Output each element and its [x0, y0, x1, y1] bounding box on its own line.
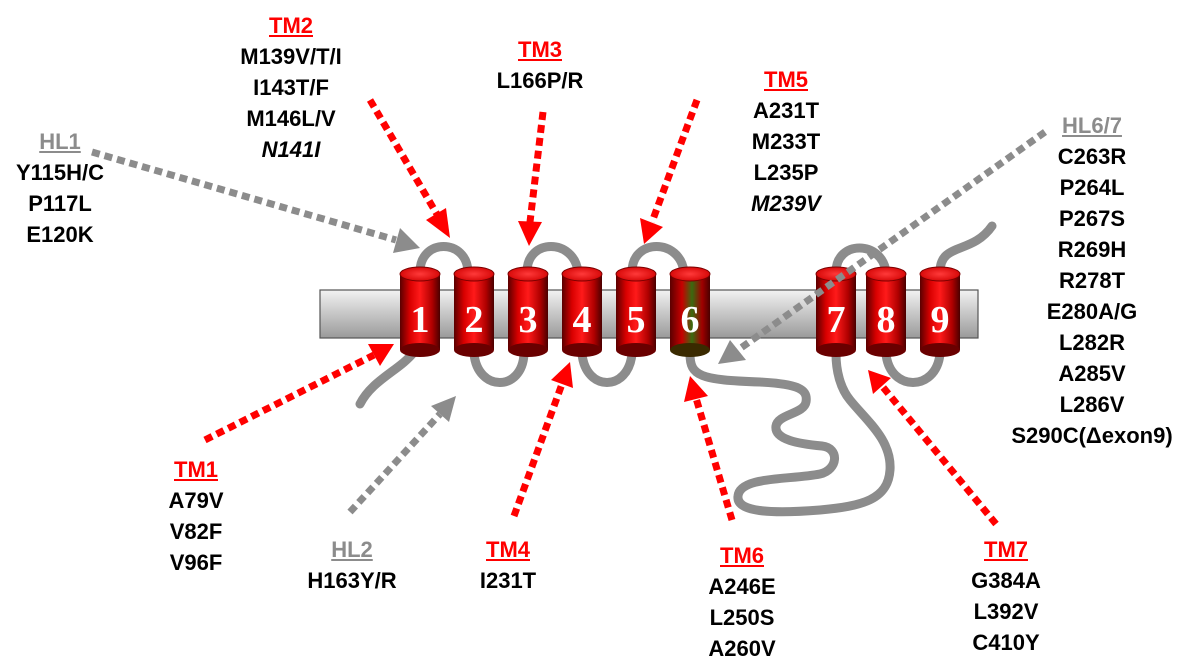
arrow-tm7: [882, 386, 996, 524]
tm7-label: TM7: [954, 534, 1058, 565]
tm1-label: TM1: [146, 454, 246, 485]
hl67-mutation: L282R: [998, 327, 1186, 358]
hl1-mutation: E120K: [2, 219, 118, 250]
hl67-mutation: R269H: [998, 234, 1186, 265]
tm5-mutation: M239V: [724, 188, 848, 219]
helix-number-4: 4: [573, 299, 592, 341]
hl1-label: HL1: [2, 126, 118, 157]
hl67-group: HL6/7 C263R P264L P267S R269H R278T E280…: [998, 110, 1186, 451]
hl2-group: HL2 H163Y/R: [290, 534, 414, 596]
hl67-mutation: P264L: [998, 172, 1186, 203]
tm5-mutation: A231T: [724, 95, 848, 126]
arrow-tm6: [696, 398, 732, 520]
hl67-mutation: A285V: [998, 358, 1186, 389]
tm6-mutation: A246E: [690, 571, 794, 602]
tm2-mutation: I143T/F: [216, 72, 366, 103]
tm1-mutation: V82F: [146, 516, 246, 547]
tm2-mutation: M146L/V: [216, 103, 366, 134]
tm2-mutation: M139V/T/I: [216, 41, 366, 72]
tm3-label: TM3: [478, 34, 602, 65]
hl1-group: HL1 Y115H/C P117L E120K: [2, 126, 118, 250]
tm5-group: TM5 A231T M233T L235P M239V: [724, 64, 848, 219]
hl2-label: HL2: [290, 534, 414, 565]
tm6-group: TM6 A246E L250S A260V: [690, 540, 794, 664]
hl67-mutation: L286V: [998, 389, 1186, 420]
tm5-mutation: L235P: [724, 157, 848, 188]
tm2-label: TM2: [216, 10, 366, 41]
tm2-mutation: N141I: [216, 134, 366, 165]
hl67-mutation: P267S: [998, 203, 1186, 234]
helix-number-6: 6: [681, 299, 700, 341]
arrow-tm2: [370, 100, 438, 216]
helix-number-8: 8: [877, 299, 896, 341]
tm1-group: TM1 A79V V82F V96F: [146, 454, 246, 578]
helix-number-1: 1: [411, 299, 430, 341]
hl67-mutation: C263R: [998, 141, 1186, 172]
helix-number-2: 2: [465, 299, 484, 341]
tm4-mutation: I231T: [460, 565, 556, 596]
arrow-tm4: [514, 384, 562, 516]
helix-number-7: 7: [827, 299, 846, 341]
tm1-mutation: V96F: [146, 547, 246, 578]
tm6-mutation: A260V: [690, 633, 794, 664]
hl1-mutation: P117L: [2, 188, 118, 219]
tm7-mutation: G384A: [954, 565, 1058, 596]
tm4-group: TM4 I231T: [460, 534, 556, 596]
arrow-hl1: [92, 152, 396, 240]
tm7-group: TM7 G384A L392V C410Y: [954, 534, 1058, 658]
arrow-tm1: [205, 355, 374, 440]
helix-number-5: 5: [627, 299, 646, 341]
helix-number-9: 9: [931, 299, 950, 341]
hl2-mutation: H163Y/R: [290, 565, 414, 596]
arrow-hl2: [350, 414, 440, 512]
tm3-mutation: L166P/R: [478, 65, 602, 96]
tm7-mutation: L392V: [954, 596, 1058, 627]
hl1-mutation: Y115H/C: [2, 157, 118, 188]
tm4-label: TM4: [460, 534, 556, 565]
helix-number-3: 3: [519, 299, 538, 341]
hl67-mutation: E280A/G: [998, 296, 1186, 327]
hl67-mutation: R278T: [998, 265, 1186, 296]
hl67-label: HL6/7: [998, 110, 1186, 141]
tm2-group: TM2 M139V/T/I I143T/F M146L/V N141I: [216, 10, 366, 165]
arrow-tm5: [652, 100, 697, 222]
tm3-group: TM3 L166P/R: [478, 34, 602, 96]
tm5-label: TM5: [724, 64, 848, 95]
tm6-mutation: L250S: [690, 602, 794, 633]
tm7-mutation: C410Y: [954, 627, 1058, 658]
tm5-mutation: M233T: [724, 126, 848, 157]
arrow-tm3: [530, 112, 543, 222]
hl67-mutation: S290C(Δexon9): [998, 420, 1186, 451]
tm1-mutation: A79V: [146, 485, 246, 516]
tm6-label: TM6: [690, 540, 794, 571]
